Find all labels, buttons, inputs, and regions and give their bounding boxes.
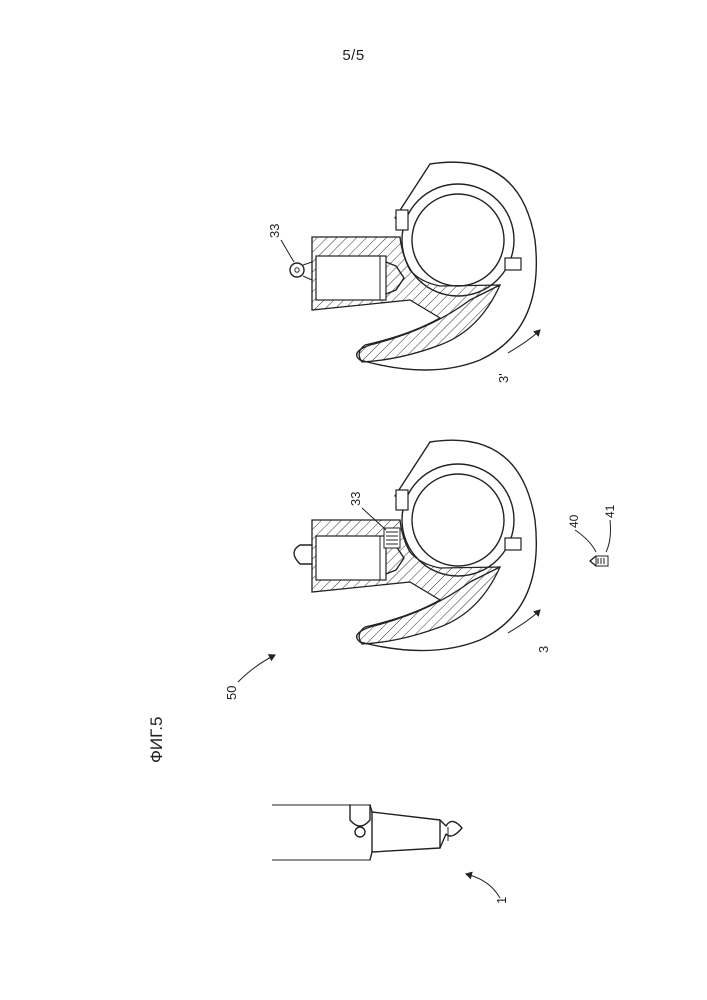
- screw-tip-label: 41: [603, 504, 617, 518]
- clamp-body-alt: [290, 162, 536, 370]
- figure-label: ФИГ.5: [147, 717, 166, 763]
- clamp-body-alt-label: 3': [496, 373, 511, 383]
- tool-shaft: [272, 805, 462, 860]
- clamp-body: [294, 440, 536, 650]
- assembly-label: 50: [224, 686, 239, 700]
- pin-right-label: 33: [267, 224, 282, 238]
- screw-head-label: 40: [567, 514, 581, 528]
- clamp-body-label: 3: [536, 646, 551, 653]
- set-screw: [590, 556, 608, 566]
- tool-label: 1: [494, 897, 509, 904]
- pin-left-label: 33: [348, 492, 363, 506]
